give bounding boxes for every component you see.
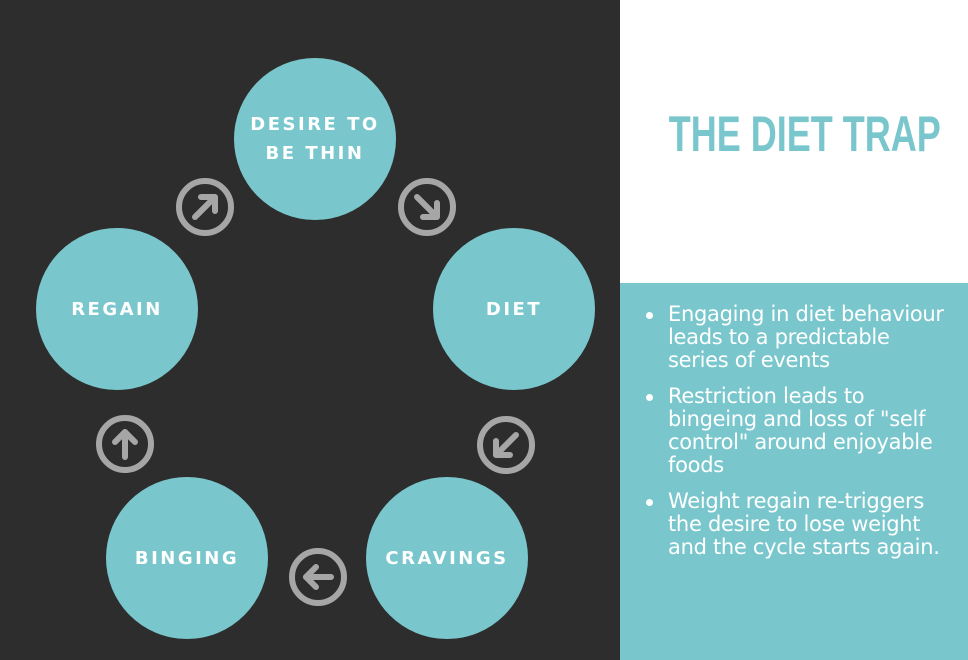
- arrow-up-icon: [96, 415, 154, 473]
- arrow-left-icon: [289, 548, 347, 606]
- cycle-node-label: REGAIN: [71, 298, 163, 320]
- page-title: THE DIET TRAP: [668, 106, 941, 162]
- cycle-node-label: BINGING: [134, 547, 240, 569]
- arrow-down-left-icon: [477, 416, 535, 474]
- bullet-item: Engaging in diet behaviour leads to a pr…: [642, 303, 950, 372]
- bullet-text: Restriction leads to bingeing and loss o…: [668, 384, 933, 477]
- cycle-panel: DESIRE TO BE THIN DIET CRAVINGS BINGING …: [36, 58, 595, 639]
- cycle-node-binging: BINGING: [106, 477, 268, 639]
- bullet-list: Engaging in diet behaviour leads to a pr…: [642, 303, 950, 559]
- cycle-node-diet: DIET: [433, 228, 595, 390]
- bullet-panel: Engaging in diet behaviour leads to a pr…: [620, 283, 968, 660]
- cycle-node-cravings: CRAVINGS: [366, 477, 528, 639]
- cycle-node-label: CRAVINGS: [385, 547, 509, 569]
- bullet-dot-icon: [646, 312, 653, 319]
- bullet-item: Weight regain re-triggers the desire to …: [642, 490, 950, 559]
- title-panel: THE DIET TRAP: [620, 0, 968, 283]
- arrow-down-right-icon: [398, 178, 456, 236]
- cycle-node-label: DESIRE TO BE THIN: [250, 114, 380, 164]
- arrow-up-right-icon: [176, 178, 234, 236]
- bullet-dot-icon: [646, 499, 653, 506]
- bullet-text: Weight regain re-triggers the desire to …: [668, 489, 940, 559]
- cycle-node-desire-to-be-thin: DESIRE TO BE THIN: [234, 58, 396, 220]
- bullet-dot-icon: [646, 394, 653, 401]
- cycle-node-regain: REGAIN: [36, 228, 198, 390]
- bullet-text: Engaging in diet behaviour leads to a pr…: [668, 302, 944, 372]
- bullet-item: Restriction leads to bingeing and loss o…: [642, 385, 950, 477]
- cycle-node-label: DIET: [485, 298, 543, 320]
